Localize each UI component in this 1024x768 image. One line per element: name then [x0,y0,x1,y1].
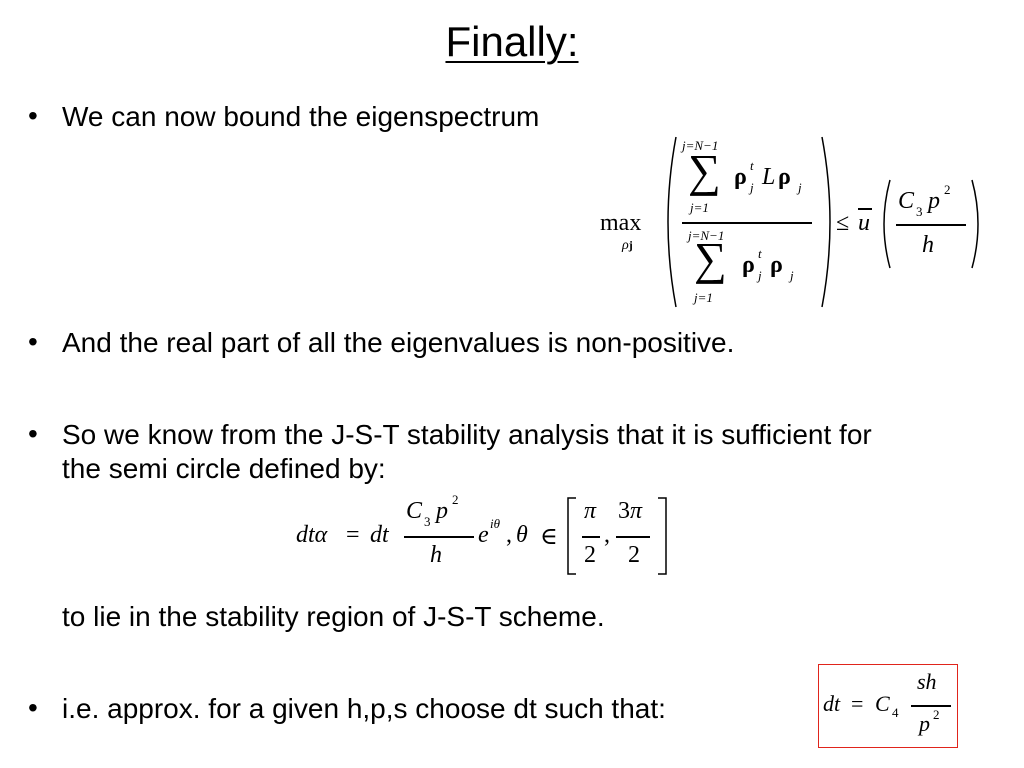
bullet-marker: • [28,692,38,723]
equation-brackets [667,136,979,308]
bullet-marker: • [28,418,38,449]
interval-brackets [567,497,667,575]
bullet-text-real-part: And the real part of all the eigenvalues… [62,327,735,358]
bullet-marker: • [28,326,38,357]
bullet-text-eigenspectrum: We can now bound the eigenspectrum [62,101,540,132]
dt-formula-box: dt = C 4 sh p 2 [818,664,958,748]
slide-title: Finally: [445,18,579,65]
eigen-bound-equation: max ρj j=N−1 ∑ j=1 ρ t j L ρ j j=N−1 ∑ j… [590,132,990,312]
semi-circle-equation: dtα = dt C 3 p 2 h e iθ , θ ∈ π 2 , 3π 2 [290,492,690,582]
continuation-text: to lie in the stability region of J-S-T … [62,601,605,632]
bullet-text-choose-dt: i.e. approx. for a given h,p,s choose dt… [62,693,666,724]
bullet-text-semi-circle: So we know from the J-S-T stability anal… [62,419,872,484]
bullet-marker: • [28,100,38,131]
